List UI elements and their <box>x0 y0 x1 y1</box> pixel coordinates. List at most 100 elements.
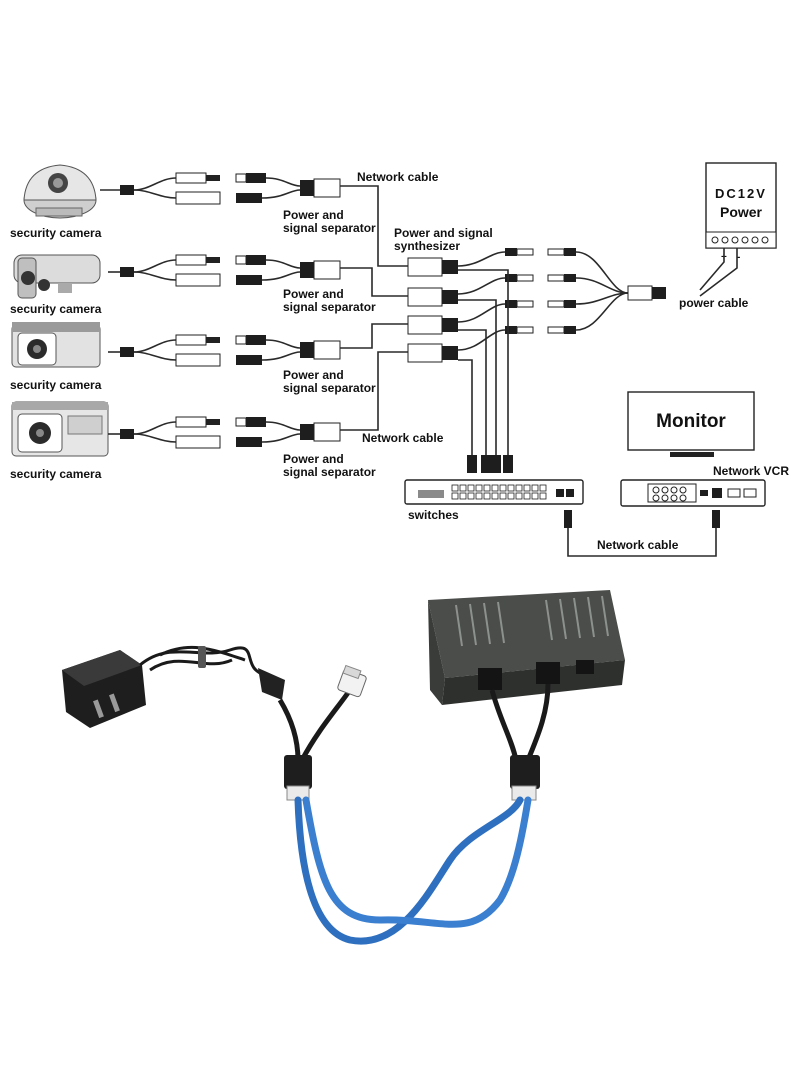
switch-port <box>491 492 499 500</box>
dc-male-connector <box>235 255 247 265</box>
dc-plug <box>505 300 517 308</box>
switch-label: switches <box>408 508 459 522</box>
switch-port <box>531 492 539 500</box>
power-pigtail-group <box>457 248 666 351</box>
switch-port <box>467 484 475 492</box>
dc-male-connector <box>235 335 247 345</box>
switch-port <box>459 484 467 492</box>
rj45-female-connector <box>175 435 221 449</box>
power-cable-label: power cable <box>679 296 749 310</box>
cable-boot <box>120 267 134 277</box>
switch-port <box>491 484 499 492</box>
dc-plug <box>505 326 517 334</box>
synthesizer-rj45 <box>407 257 443 277</box>
power-plug <box>236 193 262 203</box>
switch-port <box>475 484 483 492</box>
switch-port <box>515 492 523 500</box>
switch-port <box>539 484 547 492</box>
switch-port <box>483 484 491 492</box>
network-cable-label: Network cable <box>597 538 679 552</box>
pigtail-row <box>108 254 341 287</box>
network-cable-label: Network cable <box>362 431 444 445</box>
cable-boot <box>120 429 134 439</box>
network-cable-label: Network cable <box>357 170 439 184</box>
network-switch <box>404 479 584 505</box>
power-supply-label: Power <box>720 204 763 220</box>
power-supply-voltage: DC12V <box>715 186 767 201</box>
rj45-female-connector <box>175 191 221 205</box>
dc-female-connector <box>175 172 207 184</box>
separator-rj45 <box>313 178 341 198</box>
power-supply <box>705 162 777 249</box>
bullet-camera-icon <box>13 254 101 299</box>
dc-plug <box>505 248 517 256</box>
dc-female-connector <box>175 334 207 346</box>
dc-male-connector <box>235 173 247 183</box>
separator-boot <box>300 424 314 440</box>
vcr-label: Network VCR <box>713 464 789 478</box>
switch-port <box>451 492 459 500</box>
rj45-plug-icon <box>337 664 367 698</box>
separator-rj45 <box>313 260 341 280</box>
rj45-female-connector <box>175 273 221 287</box>
dome-camera-icon <box>23 164 97 219</box>
pigtail-row <box>108 334 341 367</box>
minus-sign: - <box>737 252 740 263</box>
dc-male-connector <box>235 417 247 427</box>
power-plug <box>236 275 262 285</box>
dc-female-connector <box>175 254 207 266</box>
camera-label: security camera <box>10 226 102 240</box>
cable-boot <box>120 347 134 357</box>
switch-port <box>499 492 507 500</box>
separator-rj45 <box>313 422 341 442</box>
synthesizer-group <box>407 257 458 363</box>
pigtail-row <box>100 172 341 205</box>
synthesizer-rj45 <box>407 287 443 307</box>
monitor <box>627 391 755 457</box>
switch-port <box>531 484 539 492</box>
switch-port <box>539 492 547 500</box>
separator-boot <box>300 262 314 278</box>
switch-port <box>523 484 531 492</box>
monitor-label: Monitor <box>656 411 726 432</box>
network-vcr <box>620 479 766 507</box>
synthesizer-rj45 <box>407 315 443 335</box>
dc-female-connector <box>175 416 207 428</box>
switch-port <box>475 492 483 500</box>
dc-plug <box>505 274 517 282</box>
separator-boot <box>300 180 314 196</box>
cable-boot <box>120 185 134 195</box>
camera-label: security camera <box>10 467 102 481</box>
product-photo <box>62 590 625 945</box>
rj45-plug-group <box>467 455 513 473</box>
switch-port <box>515 484 523 492</box>
camera-label: security camera <box>10 378 102 392</box>
switch-port <box>523 492 531 500</box>
switch-port <box>451 484 459 492</box>
power-plug <box>236 437 262 447</box>
pigtail-row <box>108 416 341 449</box>
power-adapter-icon <box>62 650 146 728</box>
power-plug <box>236 355 262 365</box>
box-camera-icon <box>11 322 101 368</box>
ir-camera-icon <box>11 401 109 457</box>
switch-port <box>499 484 507 492</box>
camera-pigtail-group <box>100 172 341 449</box>
separator-boot <box>300 342 314 358</box>
switch-port <box>507 484 515 492</box>
rj45-female-connector <box>175 353 221 367</box>
separator-rj45 <box>313 340 341 360</box>
switch-port <box>467 492 475 500</box>
camera-label: security camera <box>10 302 102 316</box>
switch-photo <box>428 590 625 705</box>
power-junction <box>627 285 653 301</box>
switch-port <box>483 492 491 500</box>
switch-port <box>507 492 515 500</box>
switch-port <box>459 492 467 500</box>
